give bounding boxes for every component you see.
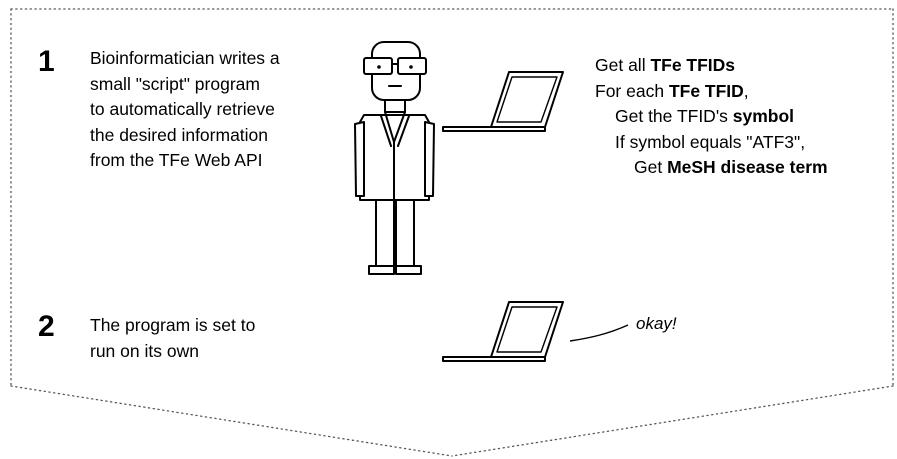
code-line: For each TFe TFID, <box>595 80 749 101</box>
step-2-number: 2 <box>38 310 55 343</box>
code-line: Get the TFID's symbol <box>615 106 795 126</box>
step-1-line: to automatically retrieve <box>90 99 275 119</box>
step-1-line: Bioinformatician writes a <box>90 48 280 68</box>
code-line: Get MeSH disease term <box>634 157 828 177</box>
speech-line <box>569 324 629 342</box>
code-line: If symbol equals "ATF3", <box>615 131 806 152</box>
step-2-line: The program is set to <box>90 315 256 335</box>
step-1-description: Bioinformatician writes a small "script"… <box>90 46 280 174</box>
glasses-icon <box>363 57 427 75</box>
step-2-line: run on its own <box>90 340 199 361</box>
laptop-icon-2 <box>442 301 564 362</box>
step-2-description: The program is set to run on its own <box>90 313 255 364</box>
dotted-panel-border <box>10 8 894 457</box>
step-1-line: small "script" program <box>90 73 260 94</box>
step-1-line: the desired information <box>90 124 269 145</box>
laptop-reply-text: okay! <box>636 314 677 333</box>
script-pseudocode: Get all TFe TFIDs For each TFe TFID, Get… <box>595 53 828 181</box>
step-1-line: from the TFe Web API <box>90 150 263 170</box>
code-line: Get all TFe TFIDs <box>595 55 736 75</box>
step-1-number: 1 <box>38 45 55 78</box>
laptop-icon <box>442 71 564 132</box>
scientist-figure <box>354 41 435 275</box>
